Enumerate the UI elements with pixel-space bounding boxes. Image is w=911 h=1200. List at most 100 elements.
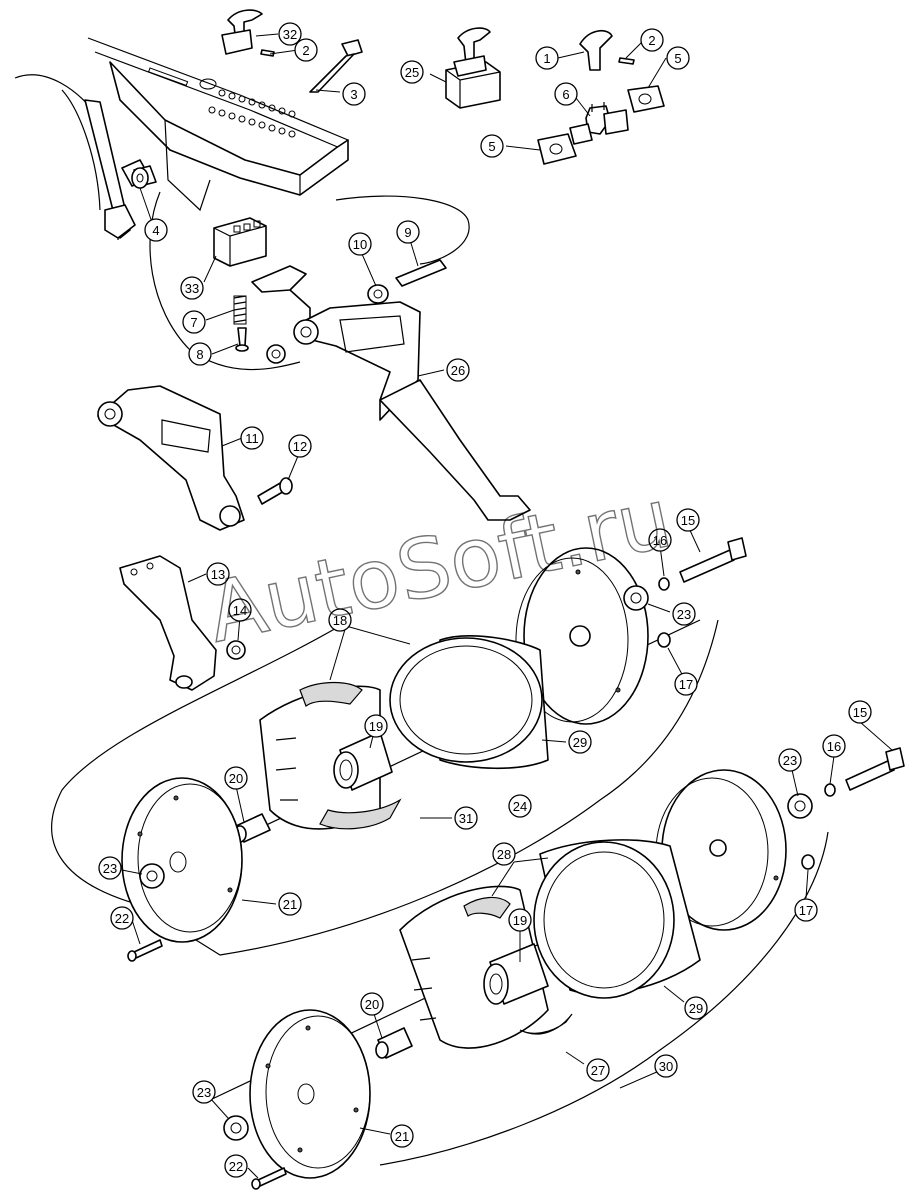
callout-label: 29 xyxy=(689,1001,703,1016)
callout-label: 30 xyxy=(659,1059,673,1074)
callout-label: 24 xyxy=(513,799,527,814)
callout-4: 4 xyxy=(144,218,168,242)
callout-17: 17 xyxy=(674,672,698,696)
callout-label: 11 xyxy=(245,431,259,446)
callout-label: 8 xyxy=(196,347,203,362)
callout-circle xyxy=(454,806,478,830)
callout-8: 8 xyxy=(188,342,212,366)
latch-25 xyxy=(445,27,501,109)
callout-23: 23 xyxy=(98,856,122,880)
callout-circle xyxy=(348,232,372,256)
callout-label: 28 xyxy=(497,847,511,862)
callout-2: 2 xyxy=(294,38,318,62)
callout-label: 20 xyxy=(365,997,379,1012)
callout-label: 32 xyxy=(283,27,297,42)
bolt-3 xyxy=(309,39,363,93)
callout-label: 23 xyxy=(197,1085,211,1100)
callout-circle xyxy=(794,898,818,922)
callout-circle xyxy=(822,734,846,758)
callout-15: 15 xyxy=(676,508,700,532)
callout-label: 2 xyxy=(648,33,655,48)
callout-label: 26 xyxy=(451,363,465,378)
callout-label: 1 xyxy=(543,51,550,66)
callout-label: 27 xyxy=(591,1063,605,1078)
pedal-26 xyxy=(251,265,531,521)
bolt-4 xyxy=(131,167,149,189)
callout-circle xyxy=(672,602,696,626)
callout-31: 31 xyxy=(454,806,478,830)
callout-6: 6 xyxy=(554,82,578,106)
pin-2 xyxy=(260,49,275,57)
callout-label: 20 xyxy=(229,771,243,786)
callout-circle xyxy=(224,1154,248,1178)
callout-circle xyxy=(182,310,206,334)
callout-label: 23 xyxy=(677,607,691,622)
callout-5: 5 xyxy=(666,46,690,70)
screw-12 xyxy=(257,477,293,505)
callout-33: 33 xyxy=(180,276,204,300)
callout-circle xyxy=(342,82,366,106)
upper-drum-assembly xyxy=(51,537,747,962)
callout-16: 16 xyxy=(822,734,846,758)
callout-circle xyxy=(180,276,204,300)
callout-circle xyxy=(110,906,134,930)
callout-circle xyxy=(192,1080,216,1104)
callout-circle xyxy=(224,766,248,790)
shaft-9 xyxy=(395,259,447,287)
callout-label: 19 xyxy=(513,913,527,928)
callout-15: 15 xyxy=(848,700,872,724)
callout-label: 23 xyxy=(103,861,117,876)
callout-24: 24 xyxy=(508,794,532,818)
bracket-13 xyxy=(119,555,217,691)
callout-circle xyxy=(144,218,168,242)
handle-32 xyxy=(221,9,263,55)
callout-circle xyxy=(508,908,532,932)
callout-16: 16 xyxy=(648,528,672,552)
callout-23: 23 xyxy=(192,1080,216,1104)
callout-27: 27 xyxy=(586,1058,610,1082)
callout-circle xyxy=(278,22,302,46)
callout-circle xyxy=(400,60,424,84)
frame-bracket xyxy=(14,37,349,241)
callout-label: 10 xyxy=(353,237,367,252)
callout-circle xyxy=(98,856,122,880)
callout-3: 3 xyxy=(342,82,366,106)
callout-circle xyxy=(648,528,672,552)
callout-circle xyxy=(294,38,318,62)
callout-9: 9 xyxy=(396,220,420,244)
spring-7 xyxy=(233,295,247,325)
bushing-14 xyxy=(226,640,246,660)
callout-circle xyxy=(390,1124,414,1148)
callout-label: 23 xyxy=(783,753,797,768)
latch-assembly-1-6 xyxy=(537,29,665,165)
callout-label: 5 xyxy=(674,51,681,66)
callout-circle xyxy=(848,700,872,724)
callout-circle xyxy=(328,608,352,632)
callout-12: 12 xyxy=(288,434,312,458)
bushing-10 xyxy=(367,284,389,304)
callout-label: 2 xyxy=(302,43,309,58)
callout-label: 21 xyxy=(283,897,297,912)
callout-10: 10 xyxy=(348,232,372,256)
callout-29: 29 xyxy=(568,730,592,754)
callout-circle xyxy=(188,342,212,366)
bolt-8 xyxy=(235,327,249,352)
callout-circle xyxy=(676,508,700,532)
callout-circle xyxy=(554,82,578,106)
callout-circle xyxy=(288,434,312,458)
callout-label: 7 xyxy=(190,315,197,330)
callout-label: 4 xyxy=(152,223,159,238)
callout-circle xyxy=(480,134,504,158)
bushing-left xyxy=(266,344,286,364)
callout-26: 26 xyxy=(446,358,470,382)
callout-circle xyxy=(654,1054,678,1078)
block-33 xyxy=(213,217,267,267)
lower-drum-assembly xyxy=(209,747,905,1190)
callout-label: 3 xyxy=(350,87,357,102)
callout-label: 19 xyxy=(369,719,383,734)
callout-29: 29 xyxy=(684,996,708,1020)
callout-22: 22 xyxy=(224,1154,248,1178)
leader-lines xyxy=(121,33,893,1179)
